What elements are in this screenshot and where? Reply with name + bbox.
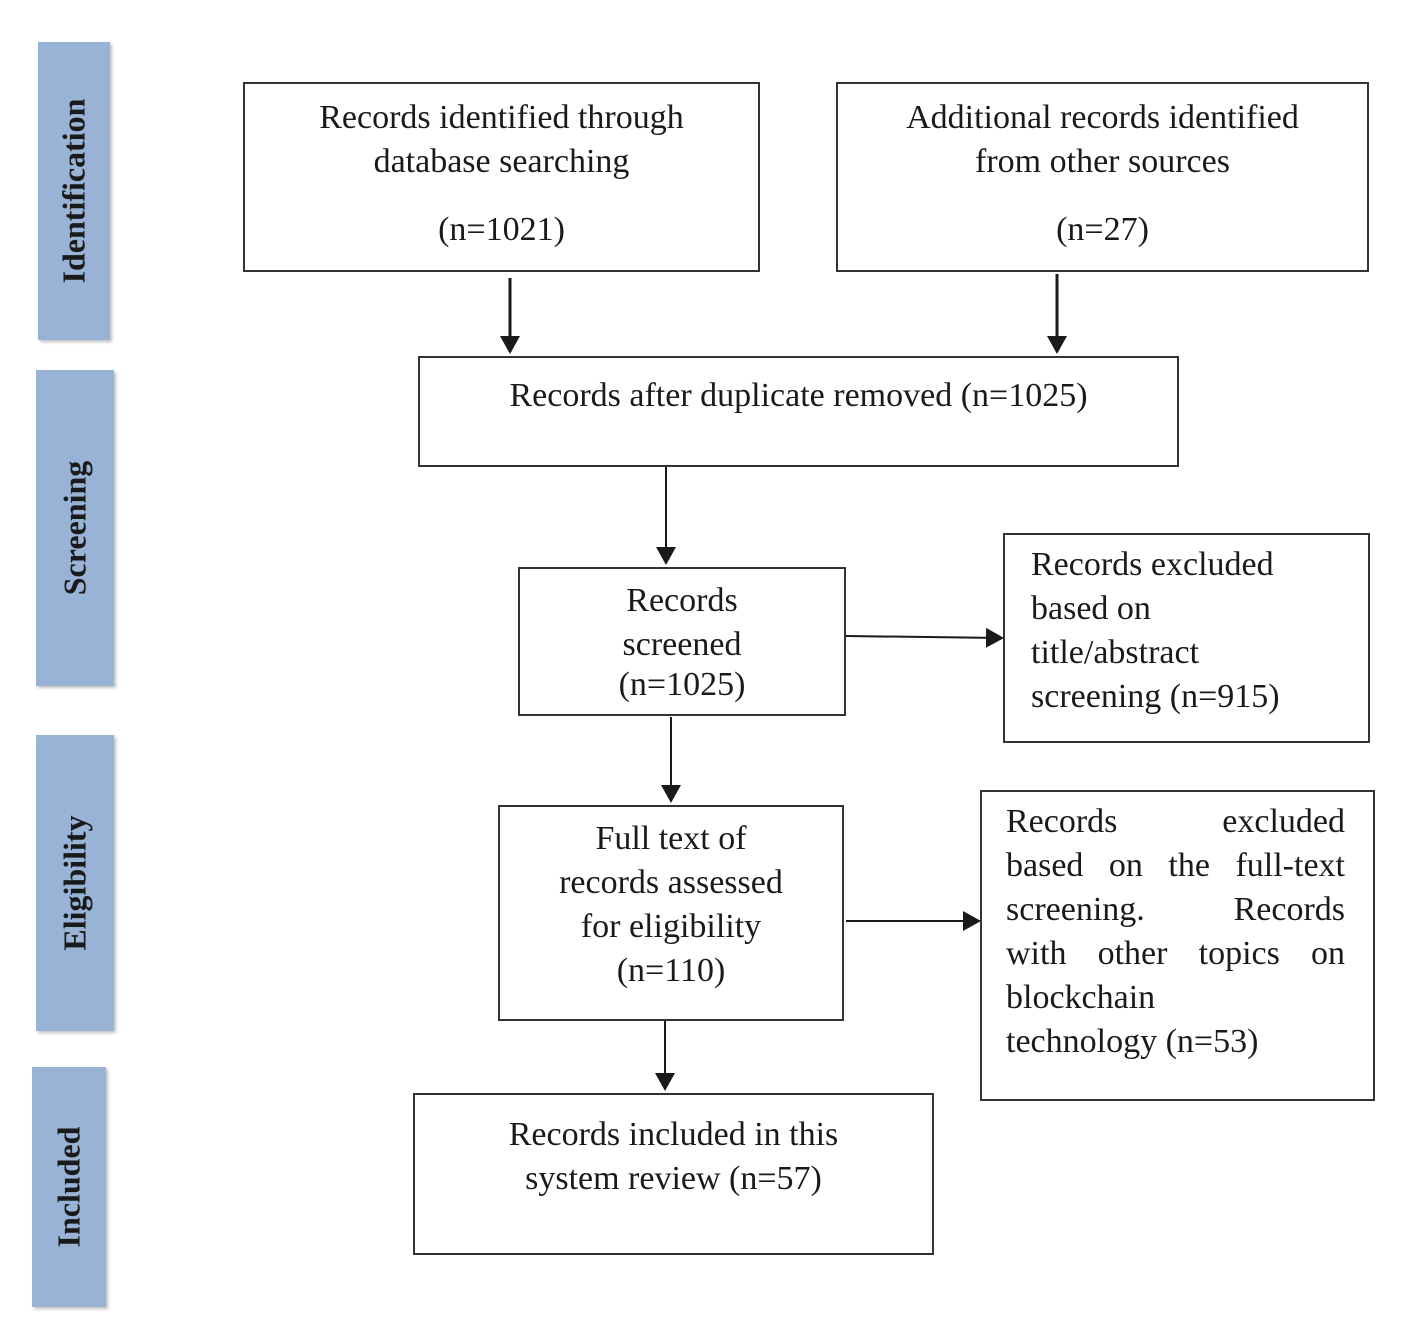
full-text-count: (n=110) <box>616 952 726 989</box>
phase-eligibility-label: Eligibility <box>56 815 93 951</box>
records-screened-count: (n=1025) <box>618 666 746 703</box>
other-sources-count: (n=27) <box>1056 211 1149 248</box>
records-included-line2: system review (n=57) <box>525 1160 822 1197</box>
other-sources-box: Additional records identified from other… <box>836 82 1369 272</box>
other-sources-line2: from other sources <box>975 143 1230 180</box>
phase-screening-label: Screening <box>56 460 93 596</box>
excluded-full-text-box: Records excluded based on the full-text … <box>980 790 1375 1101</box>
database-records-line2: database searching <box>373 143 630 180</box>
excluded-full-line5: blockchain <box>1006 979 1156 1016</box>
records-included-box: Records included in this system review (… <box>413 1093 934 1255</box>
records-included-line1: Records included in this <box>508 1116 839 1153</box>
excluded-full-line4: with other topics on <box>1006 935 1345 972</box>
database-records-box: Records identified through database sear… <box>243 82 760 272</box>
other-sources-line1: Additional records identified <box>906 99 1299 136</box>
phase-eligibility: Eligibility <box>36 735 114 1031</box>
phase-identification-label: Identification <box>55 98 92 284</box>
excluded-full-line3: screening. Records <box>1006 891 1345 928</box>
excluded-full-line6: technology (n=53) <box>1006 1023 1259 1060</box>
records-screened-line1: Records <box>626 582 738 619</box>
arrow-screened-to-excluded <box>845 627 1004 648</box>
database-records-line1: Records identified through <box>319 99 684 136</box>
after-duplicates-box: Records after duplicate removed (n=1025) <box>418 356 1179 467</box>
phase-included-label: Included <box>50 1126 87 1248</box>
excluded-full-line2: based on the full-text <box>1006 847 1345 884</box>
phase-screening: Screening <box>36 370 114 686</box>
full-text-assessed-box: Full text of records assessed for eligib… <box>498 805 844 1021</box>
records-screened-line2: screened <box>622 626 742 663</box>
excluded-title-line2: based on <box>1031 590 1151 627</box>
excluded-title-line1: Records excluded <box>1031 546 1274 583</box>
phase-identification: Identification <box>38 42 110 340</box>
full-text-line2: records assessed <box>559 864 783 901</box>
after-duplicates-text: Records after duplicate removed (n=1025) <box>509 377 1088 414</box>
database-records-count: (n=1021) <box>438 211 565 248</box>
excluded-title-line4: screening (n=915) <box>1031 678 1280 715</box>
excluded-title-line3: title/abstract <box>1031 634 1200 671</box>
full-text-line1: Full text of <box>595 820 747 857</box>
excluded-full-line1: Records excluded <box>1006 803 1345 840</box>
full-text-line3: for eligibility <box>580 908 762 945</box>
records-screened-box: Records screened (n=1025) <box>518 567 846 716</box>
excluded-title-abstract-box: Records excluded based on title/abstract… <box>1003 533 1370 743</box>
phase-included: Included <box>32 1067 106 1307</box>
